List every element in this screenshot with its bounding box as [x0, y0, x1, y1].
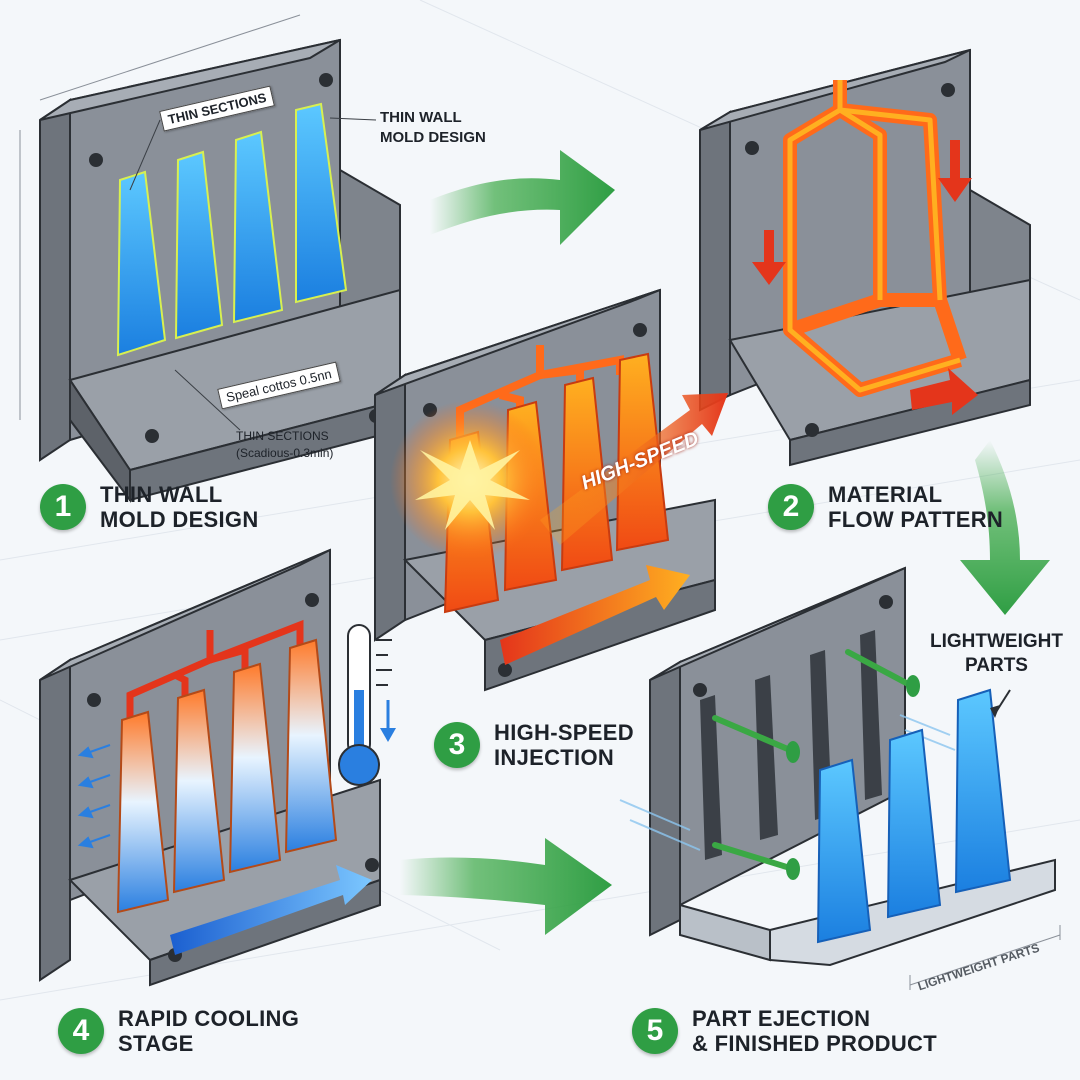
- step-number-badge: 5: [632, 1008, 678, 1054]
- step-2: 2 MATERIAL FLOW PATTERN: [768, 482, 1003, 532]
- thermometer-icon: [338, 624, 396, 786]
- step-number-badge: 4: [58, 1008, 104, 1054]
- step-title: RAPID COOLING STAGE: [118, 1006, 300, 1056]
- step-title: PART EJECTION & FINISHED PRODUCT: [692, 1006, 937, 1056]
- step-title: THIN WALL MOLD DESIGN: [100, 482, 259, 532]
- thin-sections-bottom-label: THIN SECTIONS (Scadious-0.3min): [236, 429, 334, 460]
- step-3: 3 HIGH-SPEED INJECTION: [434, 720, 634, 770]
- mold-2-flow-pattern: [699, 48, 1031, 467]
- step-number-badge: 1: [40, 484, 86, 530]
- mold-3-high-speed-injection: [374, 288, 728, 692]
- flow-arrow-2-5: [960, 440, 1050, 615]
- flow-arrow-1-2: [430, 150, 615, 245]
- mold-5-part-ejection: [619, 566, 1061, 990]
- step-number-badge: 2: [768, 484, 814, 530]
- mold-1-thin-wall: [19, 14, 401, 503]
- step-title: MATERIAL FLOW PATTERN: [828, 482, 1004, 532]
- flow-arrow-4-5: [400, 838, 612, 935]
- step-title: HIGH-SPEED INJECTION: [494, 720, 634, 770]
- step-4: 4 RAPID COOLING STAGE: [58, 1006, 299, 1056]
- step-1: 1 THIN WALL MOLD DESIGN: [40, 482, 259, 532]
- thin-wall-mold-design-label: THIN WALL MOLD DESIGN: [380, 109, 486, 146]
- step-number-badge: 3: [434, 722, 480, 768]
- step-5: 5 PART EJECTION & FINISHED PRODUCT: [632, 1006, 937, 1056]
- mold-4-rapid-cooling: [39, 548, 396, 987]
- lightweight-parts-label: LIGHTWEIGHT PARTS: [930, 631, 1063, 676]
